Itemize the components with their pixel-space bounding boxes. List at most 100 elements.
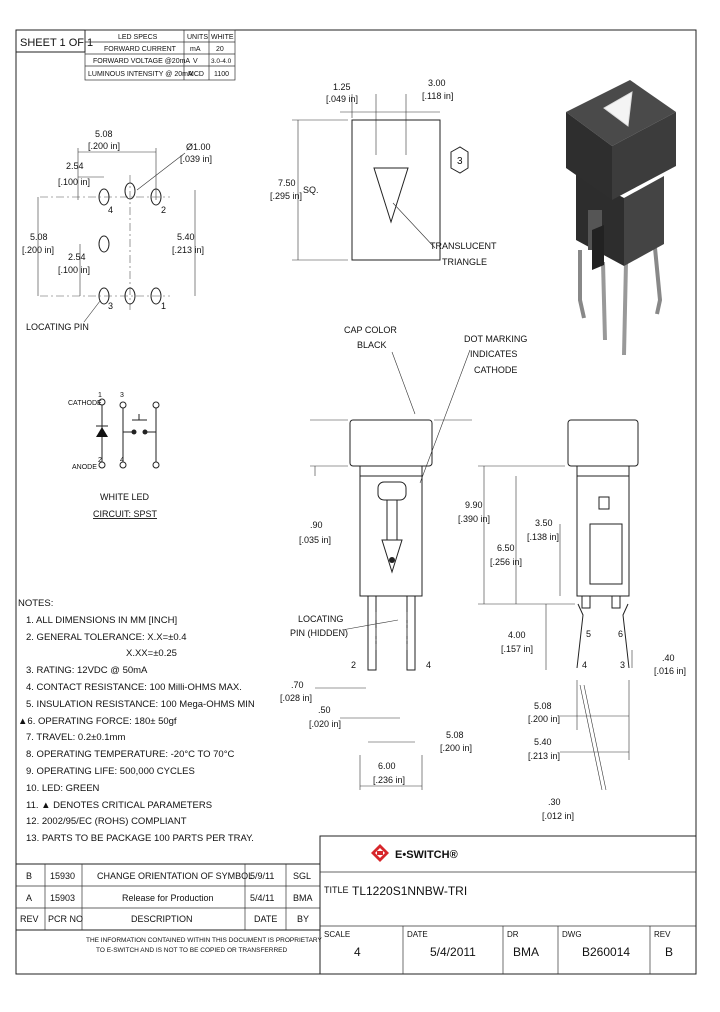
svg-text:.50: .50 <box>318 705 331 715</box>
svg-text:9.90: 9.90 <box>465 500 483 510</box>
desc-b: CHANGE ORIENTATION OF SYMBOL <box>97 871 253 881</box>
svg-text:5.08: 5.08 <box>95 129 113 139</box>
svg-text:2.54: 2.54 <box>66 161 84 171</box>
led-white-header: WHITE <box>211 34 234 41</box>
dr-value: BMA <box>513 945 539 959</box>
svg-text:[.200 in]: [.200 in] <box>440 743 472 753</box>
top-view-pin-layout: 5.08 [.200 in] 2.54 [.100 in] Ø1.00 [.03… <box>22 129 212 332</box>
led-row-2-value: 3.0-4.0 <box>211 58 232 65</box>
svg-text:INDICATES: INDICATES <box>470 349 517 359</box>
svg-text:WHITE LED: WHITE LED <box>100 492 150 502</box>
svg-text:CATHODE: CATHODE <box>474 365 517 375</box>
circuit-pin-2: 2 <box>98 457 102 464</box>
svg-text:7.50: 7.50 <box>278 178 296 188</box>
dr-label: DR <box>507 930 519 939</box>
note-4: 4. CONTACT RESISTANCE: 100 Milli-OHMS MA… <box>26 681 242 693</box>
led-row-1-param: FORWARD CURRENT <box>104 46 177 53</box>
note-6: ▲6. OPERATING FORCE: 180± 50gf <box>18 715 177 727</box>
callout-3: 3 <box>457 156 463 167</box>
hdr-pcr: PCR NO <box>48 914 83 924</box>
rev-label: REV <box>654 930 671 939</box>
svg-text:[.295 in]: [.295 in] <box>270 191 302 201</box>
note-5: 5. INSULATION RESISTANCE: 100 Mega-OHMS … <box>26 698 255 710</box>
svg-text:Ø1.00: Ø1.00 <box>186 142 211 152</box>
scale-value: 4 <box>354 945 361 959</box>
pcr-a: 15903 <box>50 893 75 903</box>
svg-text:[.020 in]: [.020 in] <box>309 719 341 729</box>
brand-name: E•SWITCH® <box>395 849 458 861</box>
svg-text:3: 3 <box>620 660 625 670</box>
svg-text:.70: .70 <box>291 680 304 690</box>
led-row-1-value: 20 <box>216 46 224 53</box>
e-switch-logo-icon <box>371 844 389 862</box>
svg-text:BLACK: BLACK <box>357 340 387 350</box>
note-12: 12. 2002/95/EC (ROHS) COMPLIANT <box>26 816 187 828</box>
notes-list: NOTES: 1. ALL DIMENSIONS IN MM [INCH] 2.… <box>18 596 255 848</box>
svg-text:[.012 in]: [.012 in] <box>542 811 574 821</box>
date-a: 5/4/11 <box>250 893 274 903</box>
rev-value: B <box>665 945 673 959</box>
circuit-pin-1: 1 <box>98 392 102 399</box>
pcr-b: 15930 <box>50 871 75 881</box>
led-specs-header: LED SPECS <box>118 34 158 41</box>
pin-label-1: 1 <box>161 301 166 311</box>
note-7: 7. TRAVEL: 0.2±0.1mm <box>26 732 126 744</box>
svg-text:[.213 in]: [.213 in] <box>528 751 560 761</box>
note-10: 10. LED: GREEN <box>26 782 100 794</box>
svg-text:SQ.: SQ. <box>303 185 319 195</box>
date-value: 5/4/2011 <box>430 945 476 959</box>
svg-text:5.40: 5.40 <box>534 737 552 747</box>
led-units-header: UNITS <box>187 34 208 41</box>
led-row-3-unit: MCD <box>188 71 204 78</box>
part-title: TL1220S1NNBW-TRI <box>352 884 467 898</box>
title-block: E•SWITCH® TITLE TL1220S1NNBW-TRI SCALE 4… <box>319 835 697 975</box>
front-view: 9.90 [.390 in] 6.50 [.256 in] 3.50 [.138… <box>458 419 686 821</box>
svg-text:2: 2 <box>351 660 356 670</box>
note-9: 9. OPERATING LIFE: 500,000 CYCLES <box>26 765 195 777</box>
rev-a: A <box>26 893 32 903</box>
svg-text:4: 4 <box>426 660 431 670</box>
svg-text:[.213 in]: [.213 in] <box>172 245 204 255</box>
proprietary-line-2: TO E-SWITCH AND IS NOT TO BE COPIED OR T… <box>96 947 287 954</box>
dwg-label: DWG <box>562 930 582 939</box>
svg-text:[.390 in]: [.390 in] <box>458 514 490 524</box>
hdr-rev: REV <box>20 914 39 924</box>
svg-text:4: 4 <box>582 660 587 670</box>
svg-text:[.157 in]: [.157 in] <box>501 644 533 654</box>
svg-text:.30: .30 <box>548 797 561 807</box>
svg-text:5.40: 5.40 <box>177 232 195 242</box>
svg-text:[.118 in]: [.118 in] <box>422 91 453 101</box>
svg-text:[.100 in]: [.100 in] <box>58 265 90 275</box>
note-8: 8. OPERATING TEMPERATURE: -20°C TO 70°C <box>26 749 235 761</box>
svg-text:TRIANGLE: TRIANGLE <box>442 257 487 267</box>
svg-text:[.200 in]: [.200 in] <box>528 714 560 724</box>
pin-label-3: 3 <box>108 301 113 311</box>
svg-text:3.00: 3.00 <box>428 78 446 88</box>
svg-text:LOCATING PIN: LOCATING PIN <box>26 322 89 332</box>
svg-text:4.00: 4.00 <box>508 630 526 640</box>
hdr-by: BY <box>297 914 309 924</box>
svg-text:TRANSLUCENT: TRANSLUCENT <box>430 241 497 251</box>
notes-heading: NOTES: <box>18 598 54 609</box>
led-specs-table: LED SPECS UNITS WHITE FORWARD CURRENT mA… <box>84 29 236 81</box>
svg-text:[.200 in]: [.200 in] <box>88 141 120 151</box>
svg-text:3.50: 3.50 <box>535 518 553 528</box>
svg-text:6: 6 <box>618 629 623 639</box>
note-13: 13. PARTS TO BE PACKAGE 100 PARTS PER TR… <box>26 833 254 845</box>
svg-text:6.00: 6.00 <box>378 761 396 771</box>
side-section-view: CAP COLOR BLACK DOT MARKING INDICATES CA… <box>280 325 527 790</box>
date-b: 5/9/11 <box>250 871 274 881</box>
svg-text:[.035 in]: [.035 in] <box>299 535 331 545</box>
svg-text:LOCATING: LOCATING <box>298 614 343 624</box>
hdr-desc: DESCRIPTION <box>131 914 193 924</box>
svg-text:1.25: 1.25 <box>333 82 351 92</box>
svg-text:2.54: 2.54 <box>68 252 86 262</box>
pin-label-4: 4 <box>108 205 113 215</box>
svg-text:CIRCUIT: SPST: CIRCUIT: SPST <box>93 509 158 519</box>
by-b: SGL <box>293 871 311 881</box>
pin-label-2: 2 <box>161 205 166 215</box>
note-3: 3. RATING: 12VDC @ 50mA <box>26 665 148 677</box>
note-2b: X.XX=±0.25 <box>126 648 177 660</box>
switch-3d-render <box>566 80 676 356</box>
